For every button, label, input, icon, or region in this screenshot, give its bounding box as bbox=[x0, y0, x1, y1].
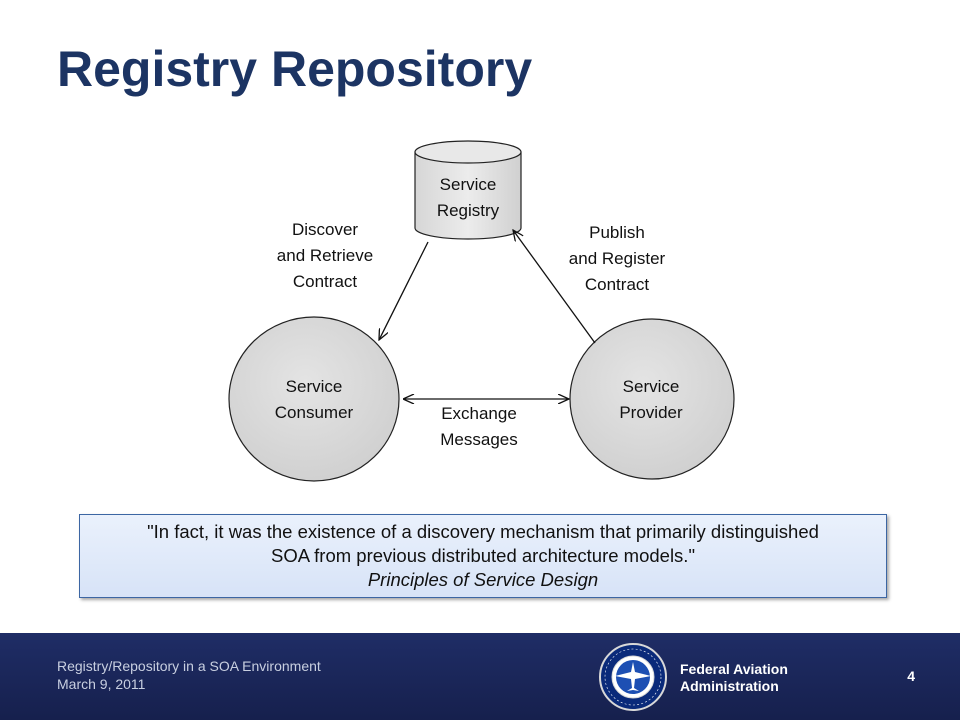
service-consumer-node bbox=[228, 316, 400, 482]
presentation-title: Registry/Repository in a SOA Environment bbox=[57, 658, 321, 674]
faa-seal-icon bbox=[599, 643, 667, 711]
quote-line-2: SOA from previous distributed architectu… bbox=[270, 545, 696, 566]
presentation-date: March 9, 2011 bbox=[57, 676, 146, 692]
quote-line-1: "In fact, it was the existence of a disc… bbox=[147, 521, 819, 542]
quote-citation: Principles of Service Design bbox=[367, 569, 599, 590]
discover-arrow bbox=[379, 241, 429, 340]
footer-bar: Registry/Repository in a SOA Environment… bbox=[0, 633, 960, 720]
publish-arrow bbox=[513, 230, 596, 344]
slide-title: Registry Repository bbox=[57, 41, 533, 97]
service-provider-node bbox=[569, 318, 735, 480]
page-number: 4 bbox=[907, 668, 915, 684]
quote-box: "In fact, it was the existence of a disc… bbox=[79, 514, 887, 598]
